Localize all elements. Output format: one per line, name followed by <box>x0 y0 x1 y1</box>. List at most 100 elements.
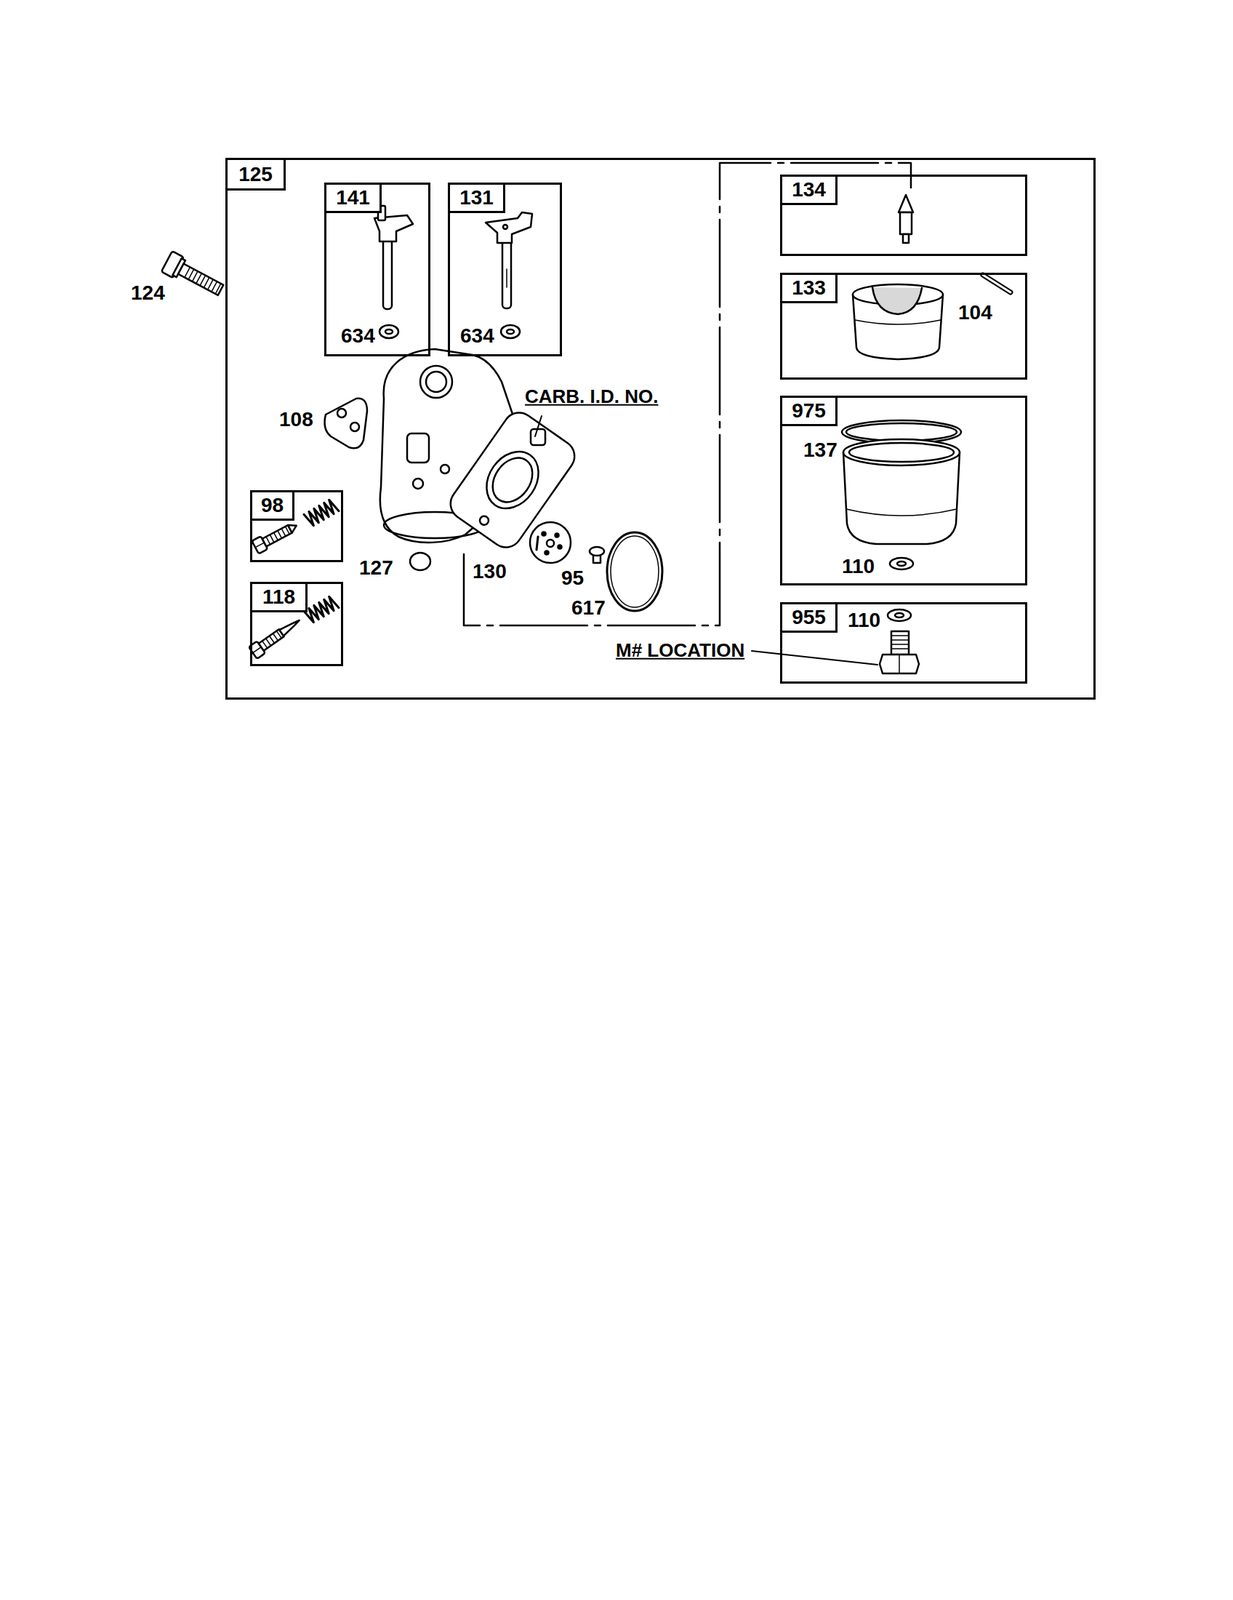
float-bowl <box>846 508 957 516</box>
valve-plate <box>546 539 554 547</box>
choke-shaft <box>379 324 399 339</box>
leader-line <box>535 415 542 437</box>
carburetor-body <box>426 371 447 392</box>
inlet-needle <box>900 212 912 235</box>
callout-number: 137 <box>803 439 838 461</box>
welch-plug <box>410 552 431 570</box>
callout-number: 130 <box>472 560 507 584</box>
float <box>982 274 1011 293</box>
carburetor-body <box>440 464 450 474</box>
float <box>852 274 1011 360</box>
callout-number: 104 <box>958 302 993 323</box>
inlet-needle <box>898 194 914 213</box>
choke-plate <box>324 398 368 448</box>
callout-number: 124 <box>130 282 166 305</box>
choke-plate <box>350 422 360 432</box>
o-ring <box>607 532 663 611</box>
bolt <box>184 266 222 294</box>
choke-shaft <box>374 205 413 339</box>
callout-number: 95 <box>561 567 584 590</box>
float-bowl <box>889 557 914 570</box>
idle-screw <box>287 521 299 533</box>
inlet-needle <box>898 194 914 243</box>
bowl-nut <box>879 654 919 674</box>
valve-plate <box>558 545 562 549</box>
box-number: 118 <box>252 583 308 613</box>
float-bowl <box>846 423 957 441</box>
callout-number: 110 <box>841 556 875 577</box>
callout-number: 110 <box>847 609 881 631</box>
carburetor-body <box>484 450 541 510</box>
callout-number: 108 <box>279 408 314 432</box>
assembly-box: 141 634 131 634 134 133 104 975 137 110 98 118 955 11… <box>225 157 1096 700</box>
part-box: 133 104 <box>780 272 1028 380</box>
note-label: M# LOCATION <box>615 639 745 661</box>
choke-shaft <box>385 329 393 334</box>
throttle-shaft <box>503 224 508 230</box>
screw <box>589 546 605 556</box>
float-bowl <box>843 439 960 466</box>
mixture-screw <box>279 617 301 636</box>
carburetor-body <box>476 441 550 519</box>
carburetor-body <box>478 513 491 527</box>
float <box>872 287 922 315</box>
float <box>854 319 941 325</box>
mixture-screw <box>252 647 261 653</box>
bowl-nut <box>879 609 919 674</box>
idle-spring <box>303 497 339 527</box>
box-number: 955 <box>782 604 838 633</box>
valve-plate <box>545 551 549 555</box>
choke-shaft <box>383 236 392 309</box>
float <box>982 274 1011 293</box>
choke-plate <box>324 398 368 448</box>
mixture-spring <box>303 594 339 624</box>
note-label: CARB. I.D. NO. <box>524 386 658 408</box>
box-number: 133 <box>782 274 838 304</box>
throttle-shaft <box>506 329 514 334</box>
idle-screw <box>262 524 293 546</box>
mixture-screw <box>248 614 304 659</box>
callout-number: 634 <box>340 325 376 347</box>
box-number: 975 <box>782 397 838 427</box>
part-box: 955 110 <box>780 601 1028 684</box>
carburetor-body <box>407 433 429 463</box>
bolt <box>178 263 224 296</box>
part-box: 134 <box>780 174 1028 256</box>
box-number: 98 <box>252 492 295 521</box>
carburetor-body <box>530 428 546 445</box>
box-number: 141 <box>326 184 382 214</box>
idle-screw <box>266 526 290 545</box>
callout-number: 617 <box>571 596 606 620</box>
part-box: 98 <box>250 490 344 562</box>
valve-plate <box>536 536 538 550</box>
valve-plate <box>542 532 546 536</box>
idle-screw <box>255 542 264 548</box>
throttle-shaft <box>500 324 520 339</box>
bowl-nut <box>887 609 911 621</box>
mixture-spring <box>303 594 339 624</box>
inlet-needle <box>902 234 909 243</box>
callout-number: 634 <box>460 325 495 347</box>
throttle-shaft <box>505 268 508 288</box>
bowl-nut <box>898 654 901 674</box>
bolt <box>161 250 227 301</box>
part-box: 118 <box>250 581 344 666</box>
bowl-nut <box>894 612 904 618</box>
mixture-screw <box>262 631 283 649</box>
box-number: 131 <box>450 184 506 214</box>
callout-number: 127 <box>359 556 394 580</box>
o-ring <box>610 535 659 608</box>
bowl-nut <box>891 635 909 649</box>
choke-plate <box>337 408 347 418</box>
float-bowl <box>897 561 906 566</box>
bracket-line <box>463 162 911 626</box>
valve-plate <box>555 533 560 538</box>
float-bowl <box>849 442 954 462</box>
float-bowl <box>841 420 962 570</box>
leader-line <box>751 650 878 665</box>
part-box: 975 137 110 <box>780 395 1028 586</box>
